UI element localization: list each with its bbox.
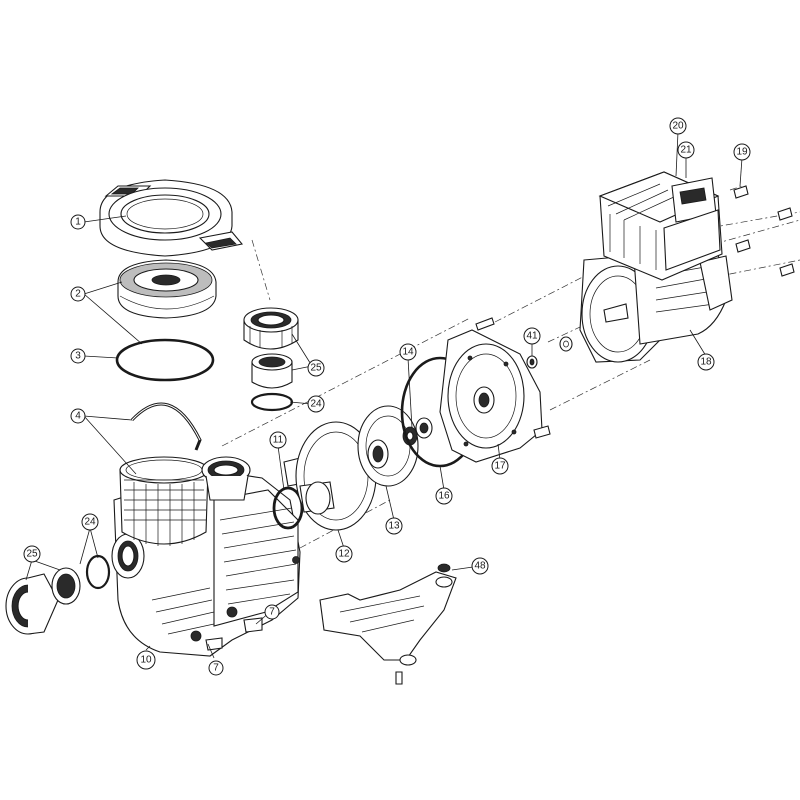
callout-21: 21 [677, 141, 695, 159]
lid-o-ring-part [115, 338, 215, 382]
callout-3: 3 [70, 348, 86, 364]
svg-text:10: 10 [140, 655, 152, 666]
callout-7-upper: 7 [264, 604, 280, 620]
callout-48: 48 [471, 557, 489, 575]
callout-11: 11 [269, 431, 287, 449]
callout-12: 12 [335, 545, 353, 563]
lid-insert-part [117, 259, 217, 319]
strainer-lid-part [99, 179, 244, 257]
svg-text:13: 13 [388, 521, 400, 532]
volute-o-ring-part [272, 486, 304, 530]
motor-screws [733, 185, 795, 277]
callout-14: 14 [399, 343, 417, 361]
svg-text:17: 17 [494, 461, 506, 472]
callout-13: 13 [385, 517, 403, 535]
svg-text:1: 1 [75, 217, 81, 228]
callout-1: 1 [70, 214, 86, 230]
callout-24-top: 24 [307, 395, 325, 413]
callout-16: 16 [435, 487, 453, 505]
svg-text:16: 16 [438, 491, 450, 502]
callout-2: 2 [70, 286, 86, 302]
callout-41: 41 [523, 327, 541, 345]
callout-10: 10 [136, 650, 156, 670]
svg-text:21: 21 [680, 145, 692, 156]
svg-text:7: 7 [213, 663, 219, 674]
callout-7-lower: 7 [208, 660, 224, 676]
svg-text:3: 3 [75, 351, 81, 362]
seal-plate-part [439, 317, 551, 463]
svg-text:12: 12 [338, 549, 350, 560]
svg-text:19: 19 [736, 147, 748, 158]
svg-text:11: 11 [273, 435, 284, 446]
callout-24-left: 24 [81, 513, 99, 531]
drive-unit-part [598, 171, 723, 281]
callout-19: 19 [733, 143, 751, 161]
callout-18: 18 [697, 353, 715, 371]
callout-25-left: 25 [23, 545, 41, 563]
motor-foot-bracket-part [319, 563, 457, 685]
callout-17: 17 [491, 457, 509, 475]
svg-text:7: 7 [269, 607, 275, 618]
callout-25-top: 25 [307, 359, 325, 377]
svg-text:24: 24 [84, 517, 96, 528]
svg-text:18: 18 [700, 357, 712, 368]
svg-text:24: 24 [310, 399, 322, 410]
svg-text:41: 41 [526, 331, 538, 342]
svg-text:20: 20 [672, 121, 684, 132]
diffuser-part [283, 421, 377, 531]
leader-lines [25, 131, 743, 659]
pump-body-part [111, 456, 301, 657]
callout-4: 4 [70, 408, 86, 424]
top-union-parts [243, 307, 299, 412]
svg-text:14: 14 [402, 347, 414, 358]
basket-clip-part [130, 402, 202, 451]
svg-text:25: 25 [26, 549, 38, 560]
svg-text:48: 48 [474, 561, 486, 572]
mechanical-seal-part [402, 417, 433, 446]
svg-text:4: 4 [75, 411, 81, 422]
left-union-parts [5, 554, 111, 635]
svg-text:2: 2 [75, 289, 81, 300]
svg-text:25: 25 [310, 363, 322, 374]
callout-20: 20 [669, 117, 687, 135]
